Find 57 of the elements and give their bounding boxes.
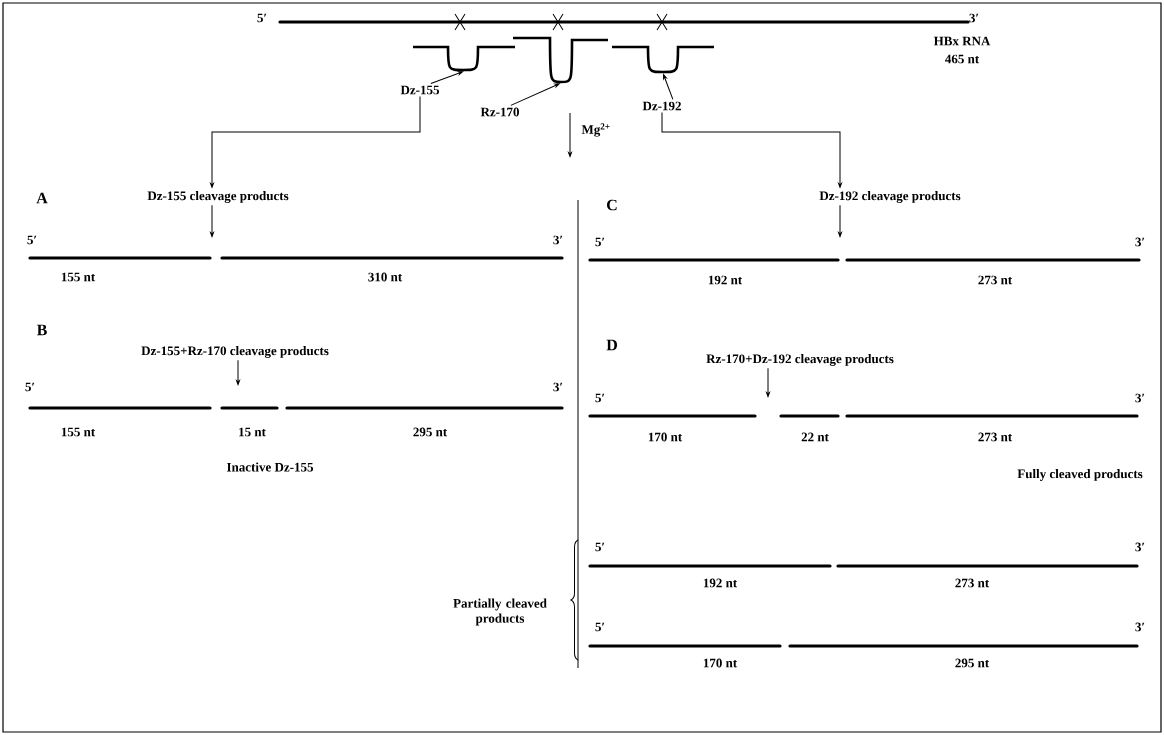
panel-letter: A (36, 192, 48, 204)
enzyme-label: Dz-155 (400, 85, 439, 95)
length-label: 295 nt (955, 658, 990, 668)
panel-letter: B (36, 324, 47, 336)
length-label: 465 nt (945, 54, 980, 64)
annotation-text: Inactive Dz-155 (226, 462, 314, 472)
product-heading: Dz-155+Rz-170 cleavage products (141, 346, 329, 358)
arrow (510, 83, 560, 106)
enzyme-drawing (513, 36, 608, 84)
arrow (766, 367, 770, 397)
strand-end-label: 3′ (969, 13, 979, 23)
strand-end-label: 3′ (1135, 542, 1145, 552)
arrow (210, 96, 421, 188)
panel-letter: D (606, 339, 617, 351)
strand-end-label: 5′ (595, 542, 605, 552)
arrow (430, 71, 464, 84)
product-heading: Dz-155 cleavage products (147, 191, 289, 203)
strand-end-label: 5′ (27, 235, 37, 245)
strand-end-label: 5′ (595, 237, 605, 247)
strand-end-label: 3′ (553, 382, 563, 392)
strand-end-label: 5′ (595, 622, 605, 632)
length-label: 192 nt (708, 275, 743, 285)
strand-end-label: 3′ (1135, 622, 1145, 632)
arrow (210, 204, 214, 237)
length-label: 192 nt (703, 578, 738, 588)
length-label: 15 nt (239, 427, 266, 437)
strand-end-label: 3′ (553, 235, 563, 245)
length-label: 295 nt (413, 427, 448, 437)
arrow (838, 204, 842, 237)
strand-end-label: 5′ (595, 393, 605, 403)
strand-end-label: 3′ (1135, 237, 1145, 247)
length-label: 273 nt (978, 275, 1013, 285)
condition-label: Mg$^{2+}$ (581, 123, 610, 137)
length-label: 155 nt (61, 427, 96, 437)
sequence-label: HBx RNA (933, 36, 991, 46)
arrow (661, 112, 842, 188)
annotation-text: Partially cleaved products (453, 598, 547, 626)
enzyme-label: Rz-170 (480, 107, 519, 117)
length-label: 310 nt (368, 272, 403, 282)
length-label: 273 nt (955, 578, 990, 588)
panel-letter: C (607, 199, 617, 211)
arrow (236, 359, 240, 385)
enzyme-label: Dz-192 (642, 101, 681, 111)
length-label: 155 nt (61, 272, 96, 282)
enzyme-drawing (612, 45, 714, 74)
strand-end-label: 3′ (1135, 393, 1145, 403)
strand-end-label: 5′ (25, 382, 35, 392)
enzyme-drawing (413, 45, 515, 72)
product-heading: Dz-192 cleavage products (819, 191, 961, 203)
annotation-text: Fully cleaved products (1017, 469, 1143, 481)
length-label: 170 nt (648, 432, 683, 442)
length-label: 273 nt (978, 432, 1013, 442)
length-label: 170 nt (703, 658, 738, 668)
length-label: 22 nt (801, 432, 829, 442)
product-heading: Rz-170+Dz-192 cleavage products (706, 354, 894, 366)
strand-end-label: 5′ (257, 13, 267, 23)
arrow (663, 74, 674, 100)
